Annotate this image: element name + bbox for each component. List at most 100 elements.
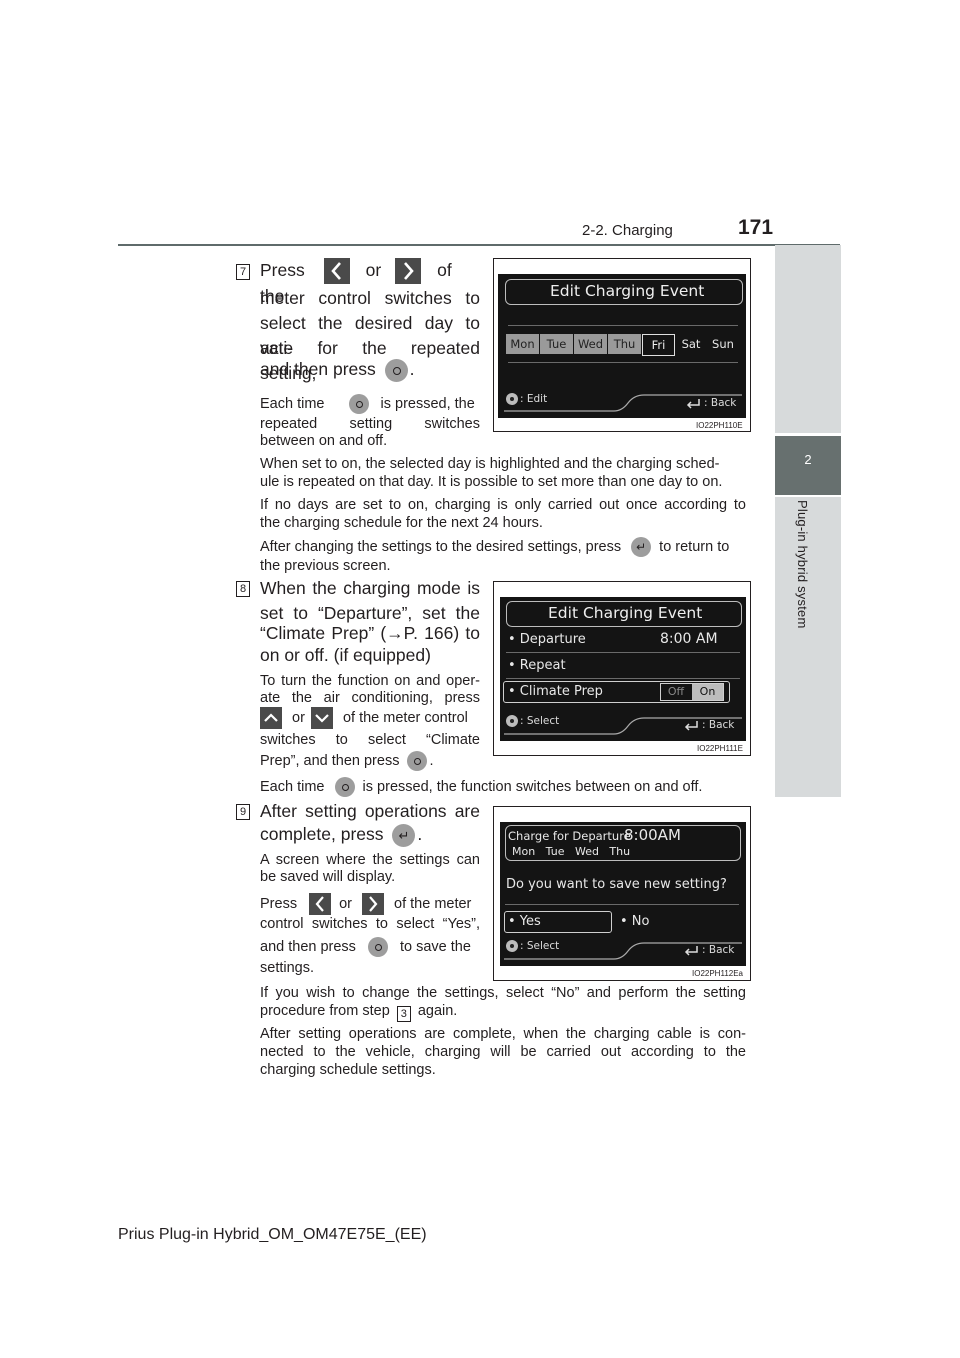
- return-arrow-icon: [686, 399, 700, 409]
- step9-note3-l2a: procedure from step: [260, 1003, 390, 1019]
- divider: [508, 325, 738, 326]
- step9-note2-line3: and then press to save the: [260, 937, 480, 957]
- day-wed[interactable]: Wed: [574, 334, 607, 354]
- step7-note1-a: Each time: [260, 395, 325, 412]
- step7-note3-line1: If no days are set to on, charging is on…: [260, 497, 746, 513]
- knob-icon: [506, 393, 518, 405]
- screen-title-bar: [506, 601, 742, 627]
- step9-note4-line3: charging schedule settings.: [260, 1062, 436, 1078]
- step9-line2: complete, press ↵.: [260, 822, 480, 847]
- chevron-up-icon: [260, 707, 282, 729]
- figure-id: IO22PH111E: [697, 744, 743, 753]
- charge-departure-days: Mon Tue Wed Thu: [512, 845, 631, 858]
- ok-button-icon: [407, 751, 428, 771]
- day-sat[interactable]: Sat: [681, 337, 701, 351]
- step8-note2-b: is pressed, the function switches betwee…: [362, 778, 703, 795]
- step7-note4: After changing the settings to the desir…: [260, 537, 746, 575]
- meter-display-screen: Edit Charging Event Mon Tue Wed Thu Fri …: [498, 274, 746, 418]
- step7-note2: When set to on, the selected day is high…: [260, 455, 746, 491]
- step7-note2-line1: When set to on, the selected day is high…: [260, 456, 720, 472]
- footer-select-label: : Select: [520, 715, 560, 727]
- option-no[interactable]: • No: [620, 914, 650, 929]
- day-fri[interactable]: Fri: [642, 334, 675, 356]
- step7-note4-line1: After changing the settings to the desir…: [260, 537, 746, 557]
- step7-line3: select the desired day to acti-: [260, 313, 480, 358]
- step9-note2-or: or: [339, 895, 353, 912]
- step8-note1-line2: ate the air conditioning, press: [260, 690, 480, 706]
- step9-note2-l3a: and then press: [260, 938, 356, 955]
- document-footer: Prius Plug-in Hybrid_OM_OM47E75E_(EE): [118, 1226, 427, 1243]
- step9-note3-l2b: again.: [417, 1003, 458, 1019]
- selection-highlight: [503, 681, 730, 703]
- step8-note1-line5: Prep”, and then press .: [260, 751, 480, 771]
- footer-back-label: : Back: [702, 719, 735, 731]
- step7-note2-line2: ule is repeated on that day. It is possi…: [260, 474, 723, 490]
- menu-climate-prep[interactable]: • Climate Prep: [508, 684, 603, 699]
- day-selector: Mon Tue Wed Thu Fri Sat Sun: [506, 334, 738, 356]
- chapter-tab-label: Plug-in hybrid system: [795, 500, 810, 629]
- step9-note3-line2: procedure from step 3 again.: [260, 1002, 746, 1022]
- toggle-on[interactable]: On: [692, 684, 723, 700]
- option-yes[interactable]: • Yes: [508, 914, 541, 929]
- side-tab-upper: [775, 245, 841, 433]
- step9-note2-b: of the meter: [394, 895, 472, 912]
- step8-line4: on or off. (if equipped): [260, 645, 431, 665]
- day-thu[interactable]: Thu: [608, 334, 641, 354]
- charge-departure-time: 8:00AM: [624, 826, 681, 844]
- step7-line5-period: .: [409, 359, 415, 379]
- meter-display-screen: Charge for Departure 8:00AM Mon Tue Wed …: [500, 822, 746, 966]
- climate-prep-toggle[interactable]: Off On: [660, 683, 724, 701]
- step8-line3: “Climate Prep” (→P. 166) to: [260, 623, 480, 643]
- step-number-9: 9: [236, 804, 250, 820]
- return-arrow-icon: [684, 946, 698, 956]
- ok-button-icon: [334, 777, 355, 797]
- back-button-icon: ↵: [392, 823, 416, 847]
- step8-line1: When the charging mode is: [260, 578, 480, 598]
- day-sun[interactable]: Sun: [712, 337, 734, 351]
- step9-line2a: complete, press: [260, 824, 384, 844]
- chevron-down-icon: [310, 707, 333, 729]
- section-title: 2-2. Charging: [582, 222, 673, 239]
- step-number-7: 7: [236, 264, 250, 280]
- footer-back-label: : Back: [704, 397, 737, 409]
- footer-frame: [504, 394, 742, 412]
- divider: [505, 904, 739, 905]
- step-ref-3[interactable]: 3: [396, 1006, 411, 1022]
- day-tue[interactable]: Tue: [540, 334, 573, 354]
- menu-repeat[interactable]: • Repeat: [508, 658, 566, 673]
- menu-departure[interactable]: • Departure: [508, 632, 586, 647]
- ok-button-icon: [384, 358, 408, 382]
- step7-note1-line2: repeated setting switches: [260, 416, 480, 432]
- step7-line4: vate for the repeated setting,: [260, 338, 480, 383]
- step7-note4-line2: the previous screen.: [260, 558, 391, 574]
- step8-note1-line4: switches to select “Climate: [260, 732, 480, 748]
- step8-note1-l5b: .: [429, 752, 434, 769]
- figure-climate-prep: Edit Charging Event • Departure 8:00 AM …: [493, 581, 751, 756]
- toggle-off[interactable]: Off: [667, 685, 685, 698]
- step8-note2-a: Each time: [260, 778, 325, 795]
- footer-frame: [504, 942, 742, 960]
- day-mon[interactable]: Mon: [506, 334, 539, 354]
- footer-select: : Select: [506, 940, 559, 952]
- step7-word-of-the: of the: [260, 260, 452, 307]
- footer-back: : Back: [682, 944, 734, 956]
- step7-note1-line1: Each time is pressed, the: [260, 394, 480, 414]
- footer-edit-label: : Edit: [520, 393, 548, 405]
- ok-button-icon: [348, 394, 369, 414]
- step7-line5: and then press .: [260, 357, 480, 382]
- step9-note3: If you wish to change the settings, sele…: [260, 984, 746, 1022]
- step8-note1-line3: or of the meter control: [260, 707, 480, 729]
- header-rule: [118, 244, 840, 246]
- figure-edit-charging-days: Edit Charging Event Mon Tue Wed Thu Fri …: [493, 258, 751, 432]
- figure-save-setting: Charge for Departure 8:00AM Mon Tue Wed …: [493, 806, 751, 981]
- step9-note1-line2: be saved will display.: [260, 869, 396, 885]
- step7-note4-a: After changing the settings to the desir…: [260, 538, 622, 555]
- save-question: Do you want to save new setting?: [506, 877, 727, 892]
- step9-line2b: .: [417, 824, 423, 844]
- side-tab-lower: [775, 497, 841, 797]
- chevron-left-icon: [323, 258, 350, 285]
- divider: [508, 362, 738, 363]
- screen-title-bar: [505, 279, 743, 305]
- chevron-right-icon: [362, 893, 385, 915]
